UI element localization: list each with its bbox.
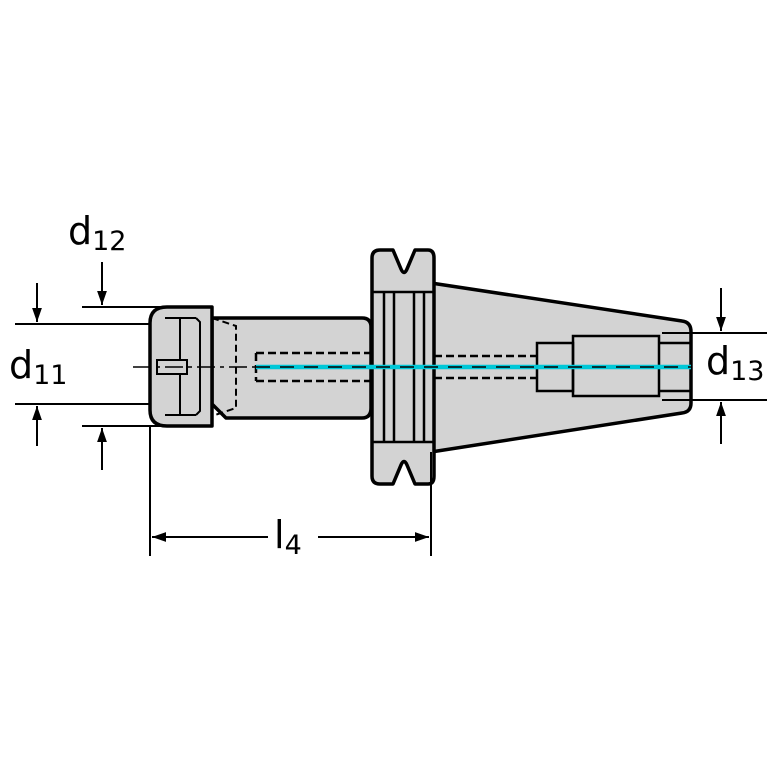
dimension-lines: [15, 306, 767, 556]
d12-label: d12: [68, 209, 126, 257]
d13-label: d13: [706, 339, 764, 387]
d11-label: d11: [9, 343, 67, 391]
l4-label: l4: [274, 513, 302, 561]
